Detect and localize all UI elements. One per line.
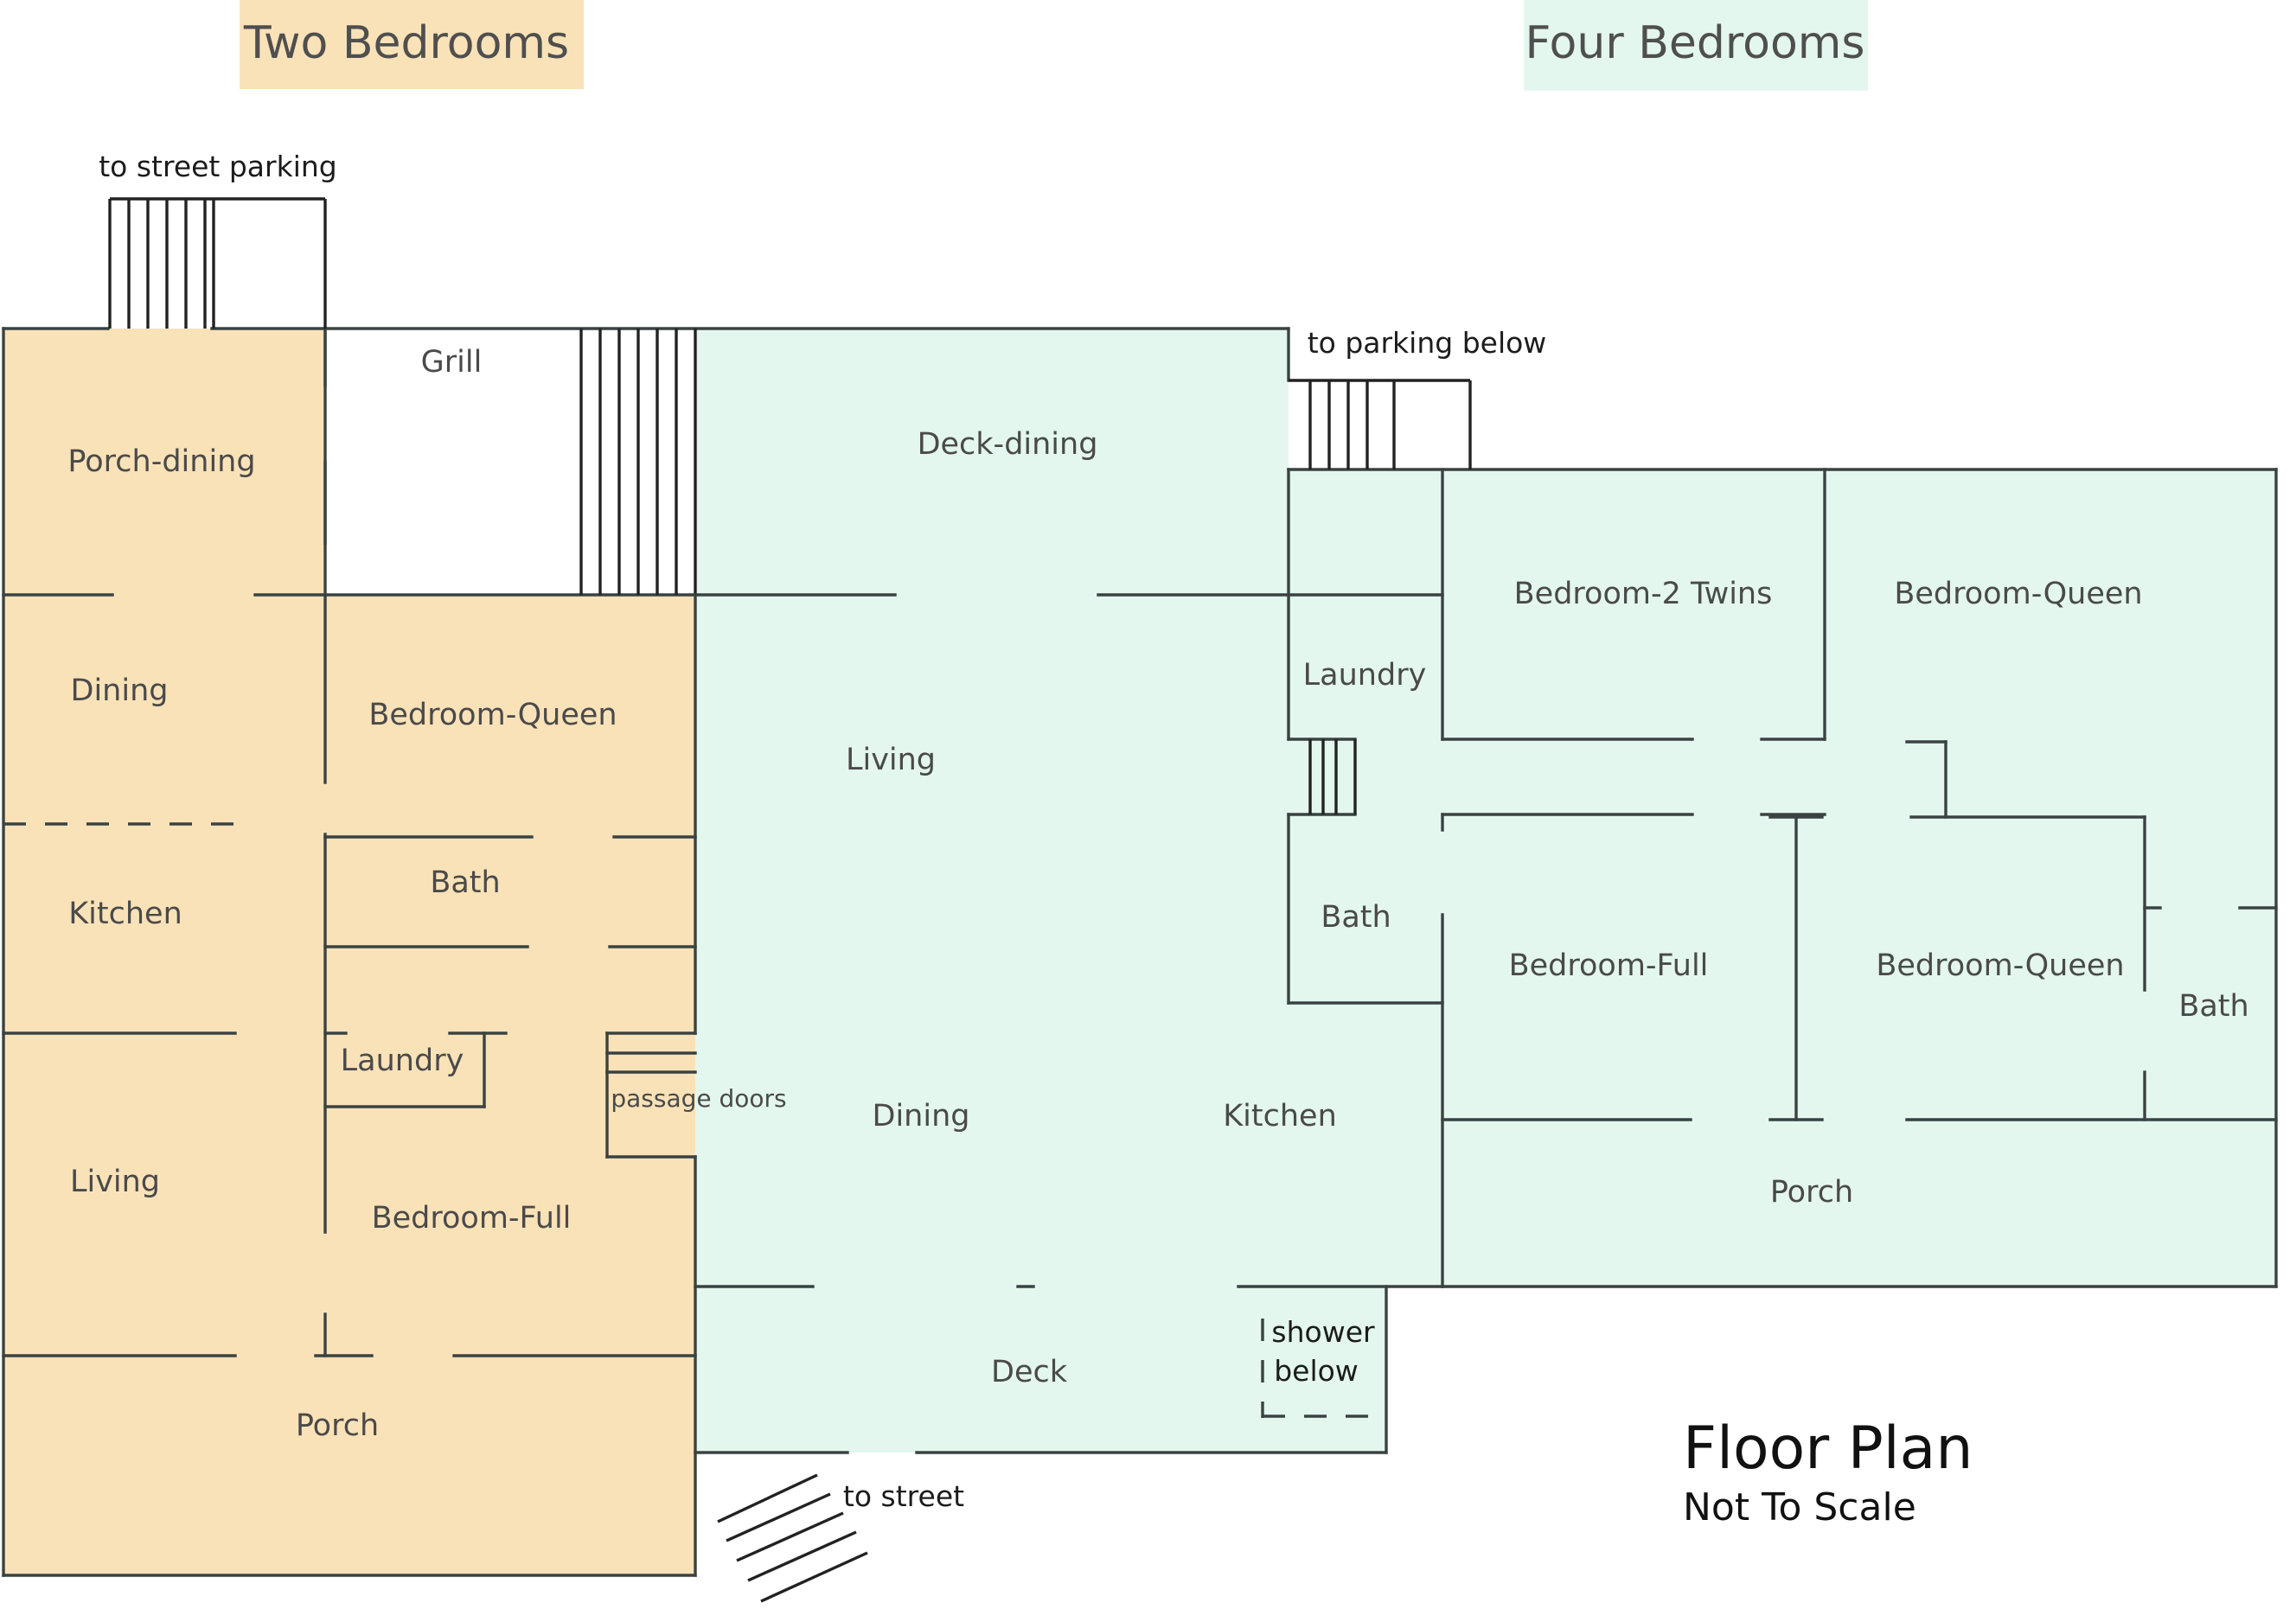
label-passage-doors: passage doors	[611, 1084, 786, 1113]
parking-below-stairs	[1289, 379, 1472, 469]
room-label-laundry-4br: Laundry	[1303, 658, 1427, 693]
street-parking-stairs	[108, 197, 327, 329]
two-bedroom-unit-area	[3, 329, 695, 1575]
to-street-stairs	[717, 1473, 868, 1603]
four-bedroom-room-labels: Deck-dining Living Laundry Bedroom-2 Twi…	[846, 427, 2249, 1389]
room-label-porch-4br: Porch	[1770, 1175, 1853, 1210]
room-label-living: Living	[70, 1165, 160, 1199]
four-bedrooms-header-bg	[1524, 0, 1868, 91]
subtitle-not-to-scale: Not To Scale	[1683, 1485, 1916, 1529]
four-bedrooms-header-text: Four Bedrooms	[1525, 17, 1864, 69]
label-to-street: to street	[843, 1479, 964, 1513]
label-to-parking-below: to parking below	[1308, 326, 1547, 360]
room-label-bedroom-full: Bedroom-Full	[372, 1201, 572, 1236]
room-label-deck-dining: Deck-dining	[918, 427, 1098, 462]
room-label-kitchen: Kitchen	[68, 897, 182, 931]
two-bedrooms-header-bg	[240, 0, 584, 89]
room-label-bath-right: Bath	[2178, 989, 2248, 1024]
room-label-deck: Deck	[991, 1355, 1068, 1389]
label-shower-line1: shower	[1271, 1315, 1375, 1349]
room-label-porch-dining: Porch-dining	[67, 444, 255, 479]
room-label-bath: Bath	[430, 865, 500, 900]
room-label-laundry: Laundry	[341, 1044, 464, 1078]
room-label-kitchen-4br: Kitchen	[1223, 1099, 1337, 1133]
room-label-bedroom-queen-bottom: Bedroom-Queen	[1876, 948, 2124, 983]
grill-stairs	[579, 329, 697, 595]
annotations: to street parking to parking below to st…	[99, 150, 1546, 1513]
laundry-stairs	[1308, 739, 1357, 814]
room-label-bath-left: Bath	[1321, 900, 1391, 935]
room-label-bedroom-2-twins: Bedroom-2 Twins	[1514, 577, 1773, 611]
grill-area-walls	[323, 327, 1290, 597]
room-label-bedroom-queen: Bedroom-Queen	[368, 698, 617, 732]
label-to-street-parking: to street parking	[99, 150, 337, 183]
room-label-living-4br: Living	[846, 743, 936, 777]
room-label-dining-4br: Dining	[873, 1099, 970, 1133]
two-bedrooms-header: Two Bedrooms	[240, 0, 584, 89]
two-bedroom-room-labels: Porch-dining Grill Dining Bedroom-Queen …	[67, 345, 786, 1443]
room-label-grill: Grill	[421, 345, 483, 380]
title-floor-plan: Floor Plan	[1683, 1414, 1973, 1483]
label-shower-line2: below	[1274, 1354, 1359, 1388]
four-bedrooms-header: Four Bedrooms	[1524, 0, 1868, 91]
room-label-porch: Porch	[296, 1408, 379, 1443]
floor-plan-title: Floor Plan Not To Scale	[1683, 1414, 1973, 1529]
room-label-dining: Dining	[71, 674, 169, 708]
four-bedroom-walls	[694, 327, 2278, 1454]
room-label-bedroom-full-4br: Bedroom-Full	[1509, 948, 1709, 983]
four-bedroom-unit-area	[695, 329, 2276, 1453]
room-label-bedroom-queen-top: Bedroom-Queen	[1894, 577, 2142, 611]
two-bedrooms-header-text: Two Bedrooms	[243, 17, 569, 69]
